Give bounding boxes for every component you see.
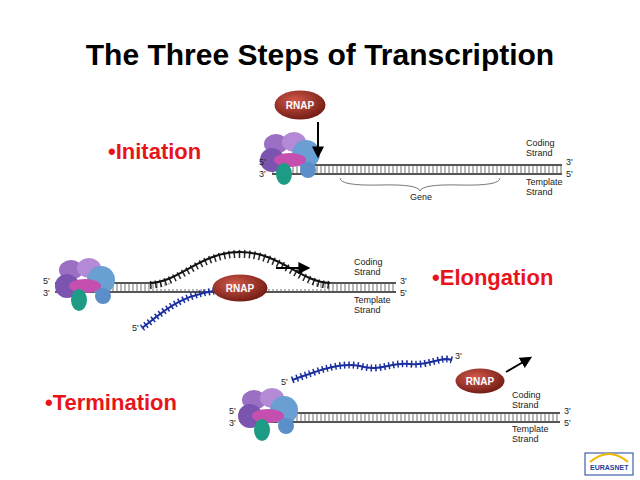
- logo-text: EURASNET: [590, 464, 629, 472]
- polymerase-ellipse: RNAP: [212, 274, 268, 302]
- rna-strand: [142, 290, 226, 328]
- step-heading: •Elongation: [432, 266, 553, 290]
- strand-label: 3': [400, 277, 407, 287]
- strand-label: Coding Strand: [354, 258, 392, 278]
- strand-label: 3': [455, 352, 462, 362]
- title: The Three Steps of Transcription: [0, 38, 640, 72]
- strand-label: 5': [400, 289, 407, 299]
- strand-label: 5': [132, 324, 139, 334]
- strand-label: 5': [43, 277, 50, 287]
- strand-label: 5': [564, 419, 571, 429]
- polymerase-ellipse: RNAP: [274, 90, 326, 120]
- node-label: RNAP: [466, 376, 494, 387]
- arrow: [317, 122, 319, 156]
- strand-label: 3': [566, 158, 573, 168]
- polymerase-ellipse: RNAP: [455, 368, 505, 394]
- strand-label: 5': [259, 158, 266, 168]
- strand-label: 3': [259, 170, 266, 180]
- strand-label: 5': [566, 170, 573, 180]
- strand-label: 3': [229, 419, 236, 429]
- strand-label: Gene: [410, 193, 432, 203]
- step-heading: •Termination: [45, 391, 177, 415]
- arrow: [276, 267, 308, 269]
- step-heading: •Initation: [108, 140, 201, 164]
- strand-label: Template Strand: [512, 425, 556, 445]
- node-label: RNAP: [286, 100, 314, 111]
- protein-complex: [260, 132, 320, 185]
- node-label: RNAP: [226, 283, 254, 294]
- strand-label: Coding Strand: [526, 139, 564, 159]
- protein-complex: [55, 258, 115, 311]
- strand-label: 5': [281, 378, 288, 388]
- rna-strand: [292, 359, 452, 380]
- logo: [585, 453, 633, 475]
- strand-label: Template Strand: [354, 296, 398, 316]
- gene-brace: [340, 178, 500, 191]
- arrow: [506, 358, 530, 372]
- strand-label: 3': [564, 407, 571, 417]
- strand-label: 3': [43, 289, 50, 299]
- protein-complex: [238, 388, 298, 441]
- strand-label: Coding Strand: [512, 391, 550, 411]
- strand-label: 5': [229, 407, 236, 417]
- strand-label: Template Strand: [526, 178, 570, 198]
